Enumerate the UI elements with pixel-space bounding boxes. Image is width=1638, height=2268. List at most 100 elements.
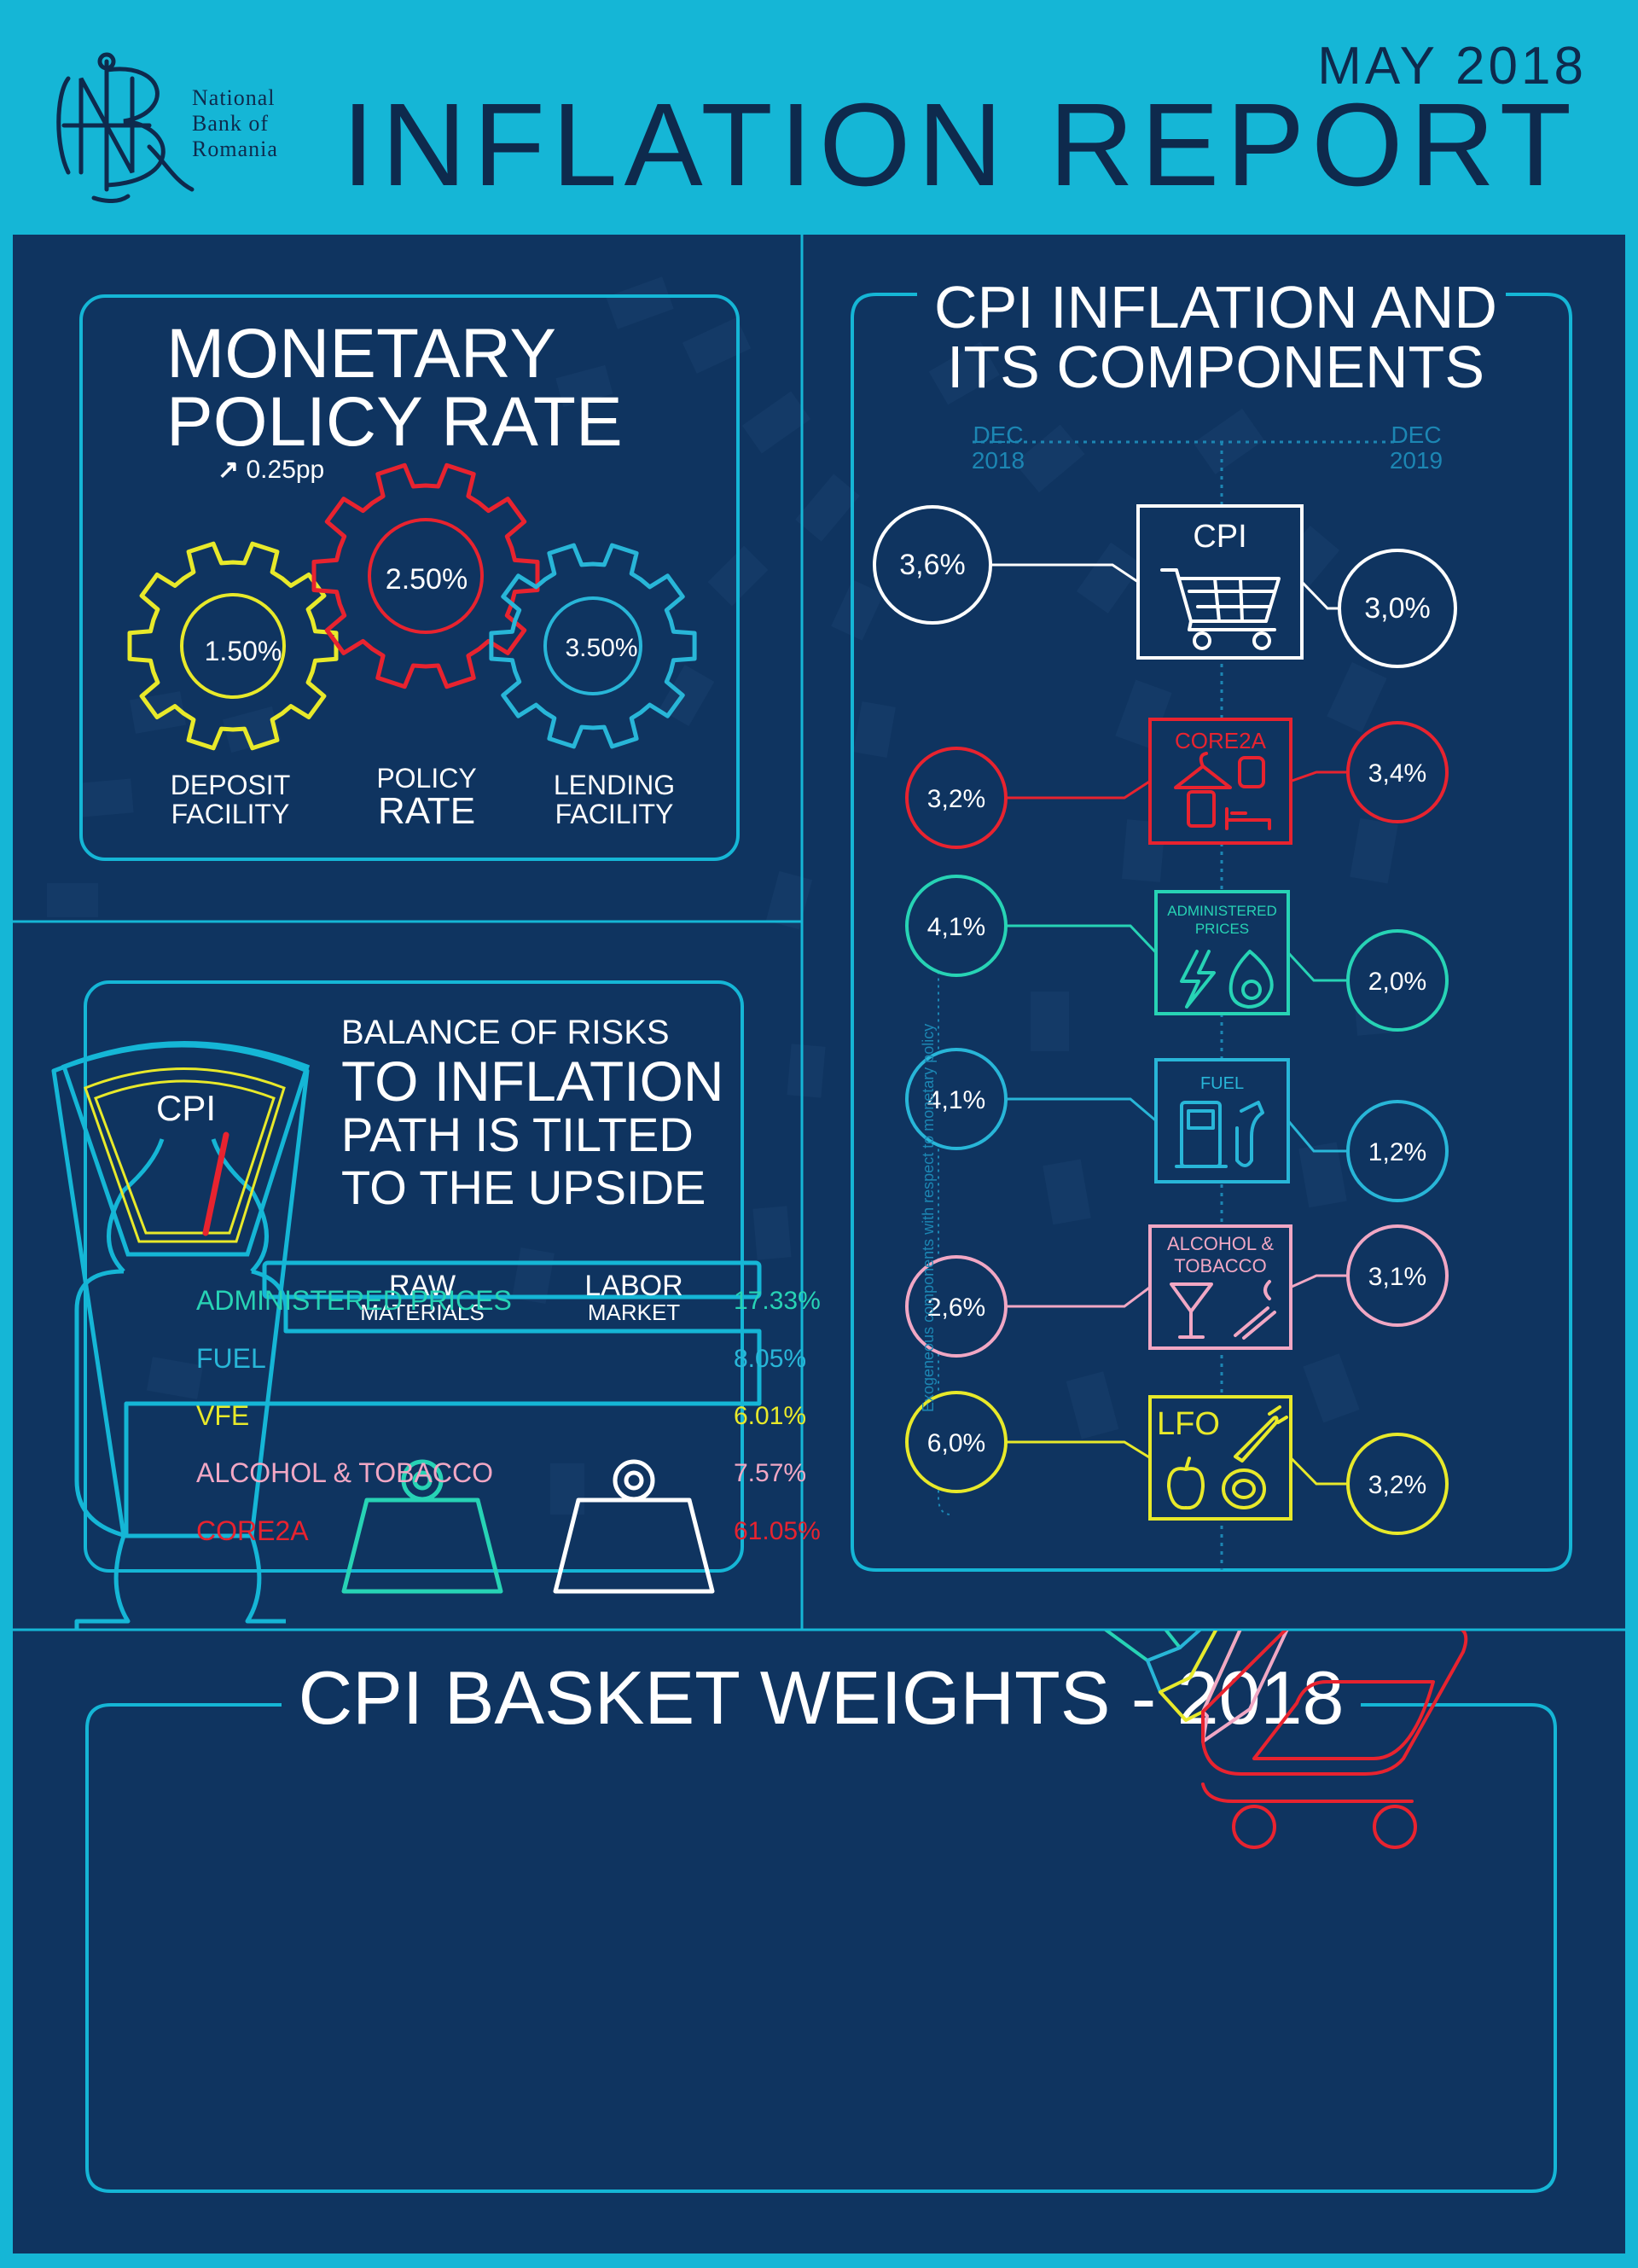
main-content: MONETARY POLICY RATE ↗ 0.25pp 1.50% 2.50… — [13, 235, 1625, 2253]
dec2019-circle — [1346, 1100, 1449, 1202]
cart-base — [1201, 1782, 1414, 1803]
hanger-icon — [1174, 752, 1271, 830]
basket-row-value: 61.05% — [734, 1517, 821, 1545]
connector-left — [1006, 1097, 1157, 1122]
connector-left — [1006, 780, 1151, 800]
basket-row-value: 17.33% — [734, 1287, 821, 1315]
monetary-policy-title-line1: MONETARY — [166, 315, 557, 393]
policy-label-line2: RATE — [377, 790, 476, 832]
basket-title: CPI BASKET WEIGHTS - 2018 — [298, 1655, 1345, 1740]
risks-text-line2: TO INFLATION — [341, 1050, 724, 1113]
cpi-title-line1: CPI INFLATION AND — [934, 274, 1497, 340]
component-row: 2,6%3,1%ALCOHOL &TOBACCO — [905, 1224, 1449, 1358]
dec2018-circle — [873, 505, 992, 625]
rate-change: ↗ 0.25pp — [218, 455, 324, 485]
component-label-line2: PRICES — [1195, 921, 1249, 937]
component-label: CPI — [1193, 519, 1246, 555]
gear-hub — [543, 596, 642, 695]
cart-icon — [1160, 568, 1281, 650]
shopping-cart-icon — [1103, 1631, 1468, 1849]
fuel-pump-icon — [1175, 1101, 1264, 1168]
deposit-rate-value: 1.50% — [204, 636, 282, 666]
dec2019-value: 3,4% — [1368, 759, 1426, 788]
monetary-policy-title: MONETARY POLICY RATE — [166, 315, 623, 457]
dec2018-circle — [905, 875, 1008, 977]
deposit-label-line2: FACILITY — [171, 799, 290, 829]
component-row: 4,1%1,2%FUEL — [905, 1048, 1449, 1202]
dec2018-value: 3,2% — [927, 785, 985, 813]
basket-row-value: 8.05% — [734, 1345, 807, 1373]
bank-name-line1: National — [192, 85, 276, 110]
apple-icon — [1167, 1405, 1288, 1510]
cpi-components-diagram: 3,6%3,0%CPI3,2%3,4%CORE2A4,1%2,0%ADMINIS… — [873, 440, 1457, 1570]
connector-left — [990, 563, 1139, 584]
labor-label-line1: LABOR — [584, 1270, 683, 1302]
policy-label-line1: POLICY — [376, 763, 477, 794]
raw-materials-weight — [341, 1459, 503, 1594]
dec2018-value: 4,1% — [927, 1086, 985, 1114]
bank-name-line3: Romania — [192, 137, 278, 161]
left-header-line2: 2018 — [971, 447, 1025, 474]
cart-segment-alcohol — [1201, 1631, 1289, 1743]
dec2018-value: 3,6% — [899, 549, 966, 581]
dec2019-circle — [1346, 1224, 1449, 1327]
background-decoration — [13, 235, 1625, 2193]
cart-segment-administered — [1103, 1631, 1182, 1662]
connector-right — [1290, 771, 1348, 782]
right-header-line2: 2019 — [1389, 447, 1443, 474]
risks-text-line4: TO THE UPSIDE — [341, 1160, 706, 1214]
dec2019-value: 3,1% — [1368, 1263, 1426, 1291]
dec2019-circle — [1346, 1433, 1449, 1535]
connector-right — [1290, 1274, 1348, 1288]
lending-rate-value: 3.50% — [565, 634, 638, 662]
lending-label-line1: LENDING — [553, 770, 676, 800]
scale-cpi-label: CPI — [156, 1088, 217, 1128]
basket-row-label: ALCOHOL & TOBACCO — [196, 1457, 493, 1488]
dec2019-circle — [1346, 721, 1449, 823]
lightning-icon — [1180, 950, 1274, 1009]
component-label: LFO — [1157, 1406, 1220, 1442]
cart-segment-core2a — [1201, 1631, 1468, 1776]
header: National Bank of Romania MAY 2018 INFLAT… — [0, 0, 1638, 235]
risks-text-line3: PATH IS TILTED — [341, 1108, 694, 1161]
connector-left — [1006, 1440, 1151, 1459]
dec2018-value: 6,0% — [927, 1429, 985, 1457]
arrow-up-right-icon: ↗ — [218, 456, 240, 484]
gears-illustration — [127, 462, 697, 751]
dec2018-circle — [905, 1391, 1008, 1493]
gear-outline — [127, 541, 339, 751]
gear-outline — [489, 543, 697, 749]
component-label-line1: ADMINISTERED — [1167, 903, 1276, 919]
deposit-facility-label: DEPOSIT FACILITY — [141, 771, 320, 829]
scale-needle — [202, 1131, 229, 1236]
gear-icon — [489, 543, 697, 749]
connector-right — [1300, 580, 1339, 610]
component-row: 6,0%3,2%LFO — [905, 1391, 1449, 1535]
basket-row-label: FUEL — [196, 1343, 266, 1374]
cpi-components-title: CPI INFLATION AND ITS COMPONENTS — [900, 277, 1531, 397]
gear-icon — [127, 541, 339, 751]
bnr-monogram-icon — [56, 52, 195, 203]
component-box — [1136, 504, 1304, 660]
labor-market-weight — [553, 1459, 715, 1594]
gear-hub — [180, 593, 286, 699]
gear-hub — [368, 518, 484, 634]
basket-row-value: 6.01% — [734, 1402, 807, 1430]
policy-rate-label: POLICY RATE — [337, 764, 516, 830]
cart-wheel-right — [1373, 1805, 1417, 1849]
exogenous-note: Exogeneous components with respect to mo… — [920, 1023, 937, 1412]
component-label: CORE2A — [1175, 728, 1267, 753]
dec2018-circle — [905, 1048, 1008, 1150]
basket-row-label: VFE — [196, 1400, 250, 1431]
risks-text: BALANCE OF RISKS TO INFLATION PATH IS TI… — [341, 1011, 724, 1214]
raw-materials-label: RAW MATERIALS — [346, 1271, 499, 1324]
basket-row-value: 7.57% — [734, 1459, 807, 1487]
component-box — [1148, 1395, 1292, 1521]
gear-icon — [311, 462, 540, 689]
gear-outline — [311, 462, 540, 689]
basket-row-label: CORE2A — [196, 1515, 309, 1546]
bank-name-line2: Bank of — [192, 111, 270, 136]
scale-illustration — [51, 1041, 762, 1630]
dec2018-circle — [905, 1255, 1008, 1358]
risks-text-line1: BALANCE OF RISKS — [341, 1014, 670, 1051]
